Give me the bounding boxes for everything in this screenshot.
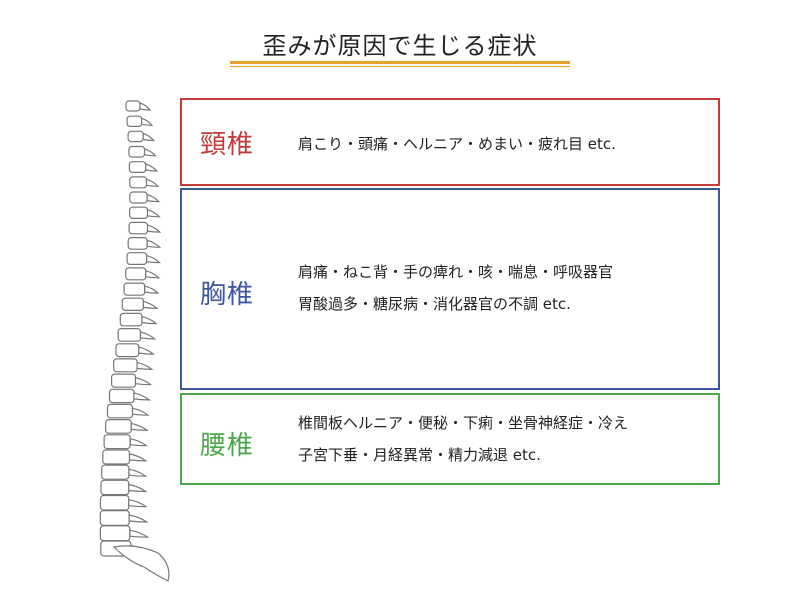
vertebra-body [125, 267, 147, 281]
vertebra-body [128, 221, 149, 235]
vertebra-process [130, 422, 149, 432]
cervical-label: 頸椎 [200, 130, 255, 160]
vertebra-process [146, 209, 161, 218]
vertebra-body [128, 145, 146, 158]
thoracic-symptom-line-1: 肩痛・ねこ背・手の痺れ・咳・喘息・呼吸器官 [298, 263, 614, 281]
vertebra-body [113, 358, 138, 373]
vertebra-body [103, 434, 131, 450]
vertebra-body [117, 328, 142, 342]
vertebra-process [146, 193, 161, 203]
vertebra-body [128, 206, 149, 219]
vertebra-process [128, 468, 148, 477]
sacrum [112, 545, 170, 582]
vertebra-body [111, 373, 137, 388]
vertebra-process [142, 300, 159, 310]
title-underline-thick [230, 61, 570, 64]
vertebra-process [145, 163, 159, 172]
vertebra-body [99, 510, 130, 527]
thoracic-section: 胸椎 肩痛・ねこ背・手の痺れ・咳・喘息・呼吸器官 胃酸過多・糖尿病・消化器官の不… [180, 188, 720, 390]
thoracic-label: 胸椎 [200, 280, 255, 310]
lumbar-label: 腰椎 [200, 431, 255, 461]
lumbar-symptoms: 椎間板ヘルニア・便秘・下痢・坐骨神経症・冷え 子宮下垂・月経異常・精力減退 et… [298, 407, 628, 471]
thoracic-symptoms: 肩痛・ねこ背・手の痺れ・咳・喘息・呼吸器官 胃酸過多・糖尿病・消化器官の不調 e… [298, 256, 613, 320]
vertebra-process [128, 498, 148, 508]
vertebra-body [119, 312, 143, 327]
cervical-section: 頸椎 肩こり・頭痛・ヘルニア・めまい・疲れ目 etc. [180, 98, 720, 186]
vertebra-body [101, 464, 130, 480]
lumbar-symptom-line-2: 子宮下垂・月経異常・精力減退 etc. [298, 446, 541, 464]
vertebra-process [145, 270, 161, 279]
cervical-symptom-line-1: 肩こり・頭痛・ヘルニア・めまい・疲れ目 etc. [298, 135, 616, 153]
lumbar-section: 腰椎 椎間板ヘルニア・便秘・下痢・坐骨神経症・冷え 子宮下垂・月経異常・精力減退… [180, 393, 720, 485]
thoracic-symptom-line-2: 胃酸過多・糖尿病・消化器官の不調 etc. [298, 295, 571, 313]
vertebra-body [129, 191, 148, 204]
vertebra-process [128, 483, 148, 493]
vertebra-process [134, 376, 153, 386]
vertebra-process [141, 117, 154, 126]
vertebra-process [139, 331, 157, 340]
vertebra-process [146, 224, 162, 233]
vertebra-body [106, 403, 134, 419]
vertebra-process [142, 132, 155, 142]
lumbar-symptom-line-1: 椎間板ヘルニア・便秘・下痢・坐骨神経症・冷え [298, 414, 629, 432]
vertebra-body [115, 343, 140, 358]
vertebra-body [126, 252, 148, 265]
vertebra-process [128, 514, 149, 523]
title-underline-thin [230, 66, 570, 67]
vertebra-body [126, 115, 143, 128]
spine-illustration [99, 100, 170, 582]
vertebra-process [141, 315, 158, 325]
vertebra-process [144, 285, 160, 294]
vertebra-process [136, 361, 154, 371]
vertebra-process [139, 102, 152, 111]
vertebra-process [133, 392, 151, 401]
vertebra-body [105, 419, 132, 434]
vertebra-process [129, 529, 150, 538]
vertebra-process [138, 346, 155, 355]
vertebra-process [143, 147, 157, 157]
vertebra-body [128, 161, 147, 173]
vertebra-process [128, 453, 148, 462]
vertebra-process [146, 254, 161, 264]
vertebra-body [125, 100, 141, 112]
vertebra-body [100, 479, 130, 496]
vertebra-process [131, 407, 150, 416]
vertebra-process [145, 178, 160, 187]
vertebra-body [108, 388, 135, 404]
vertebra-body [127, 237, 148, 250]
cervical-symptoms: 肩こり・頭痛・ヘルニア・めまい・疲れ目 etc. [298, 128, 616, 160]
vertebra-body [123, 282, 146, 296]
vertebra-body [129, 176, 148, 189]
vertebra-process [129, 437, 149, 447]
vertebra-body [99, 525, 131, 542]
vertebra-body [121, 297, 145, 311]
vertebra-body [99, 494, 130, 511]
title: 歪みが原因で生じる症状 [262, 32, 538, 60]
vertebra-process [146, 239, 162, 248]
vertebra-body [102, 449, 131, 465]
vertebra-body [127, 130, 144, 143]
